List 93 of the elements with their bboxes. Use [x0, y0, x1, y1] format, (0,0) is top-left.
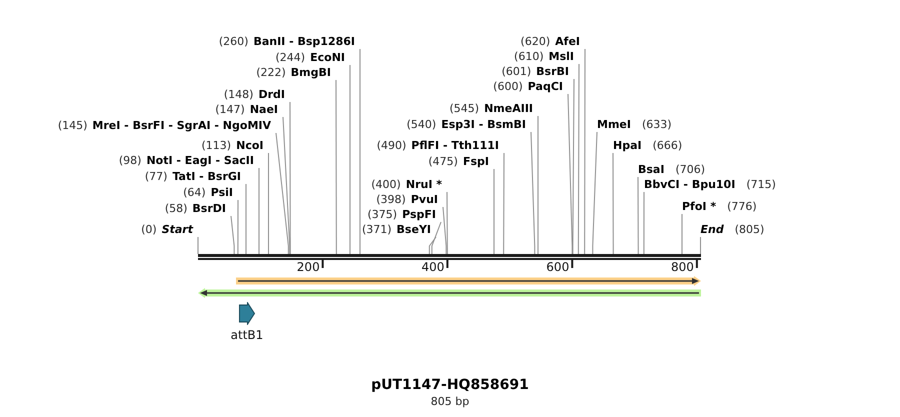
- enzyme-name: HpaI: [613, 139, 642, 153]
- forward-strand-feature: [236, 276, 701, 286]
- site-position: (620): [520, 35, 550, 49]
- site-position: (633): [642, 118, 672, 132]
- site-position: (776): [727, 200, 757, 214]
- leader-line: [578, 64, 580, 254]
- site-position: (98): [118, 154, 142, 168]
- enzyme-name: BsaI: [638, 163, 664, 177]
- site-position: (64): [183, 186, 206, 200]
- enzyme-name: EcoNI: [310, 51, 345, 65]
- sequence-end-label: Start: [162, 223, 193, 237]
- leader-line: [428, 236, 436, 254]
- site-position: (400): [371, 178, 401, 192]
- site-position: (244): [276, 51, 306, 65]
- leader-line: [572, 78, 574, 254]
- enzyme-name: NotI - EagI - SacII: [146, 154, 254, 168]
- map-title: pUT1147-HQ858691: [371, 377, 529, 394]
- leader-line: [282, 116, 290, 254]
- leader-line: [638, 176, 639, 254]
- site-position: (148): [224, 88, 254, 102]
- sequence-end-label: End: [700, 223, 724, 237]
- site-position: (77): [144, 170, 168, 184]
- enzyme-name: PfoI *: [682, 200, 716, 214]
- site-position: (398): [376, 193, 406, 207]
- site-position: (145): [58, 119, 88, 133]
- site-position: (371): [362, 223, 392, 237]
- leader-line: [592, 132, 598, 254]
- enzyme-name: MreI - BsrFI - SgrAI - NgoMIV: [92, 119, 271, 133]
- enzyme-name: NcoI: [236, 139, 264, 153]
- site-position: (113): [202, 139, 232, 153]
- enzyme-name: BbvCI - Bpu10I: [644, 178, 736, 192]
- enzyme-name: BsrBI: [536, 65, 569, 79]
- leader-line: [431, 222, 442, 254]
- leader-line: [268, 152, 269, 254]
- enzyme-name: MmeI: [597, 118, 631, 132]
- site-position: (0): [141, 223, 157, 237]
- site-position: (805): [734, 223, 764, 237]
- site-position: (666): [652, 139, 682, 153]
- enzyme-name: TatI - BsrGI: [172, 170, 241, 184]
- scale-number: 400: [422, 260, 444, 274]
- site-position: (490): [376, 139, 406, 153]
- site-position: (540): [406, 118, 436, 132]
- leader-line: [568, 94, 573, 254]
- dna-backbone: [198, 254, 701, 260]
- site-position: (375): [368, 208, 398, 222]
- sequence-length: 805 bp: [430, 395, 470, 408]
- scale-number: 800: [671, 260, 694, 274]
- leader-line: [700, 236, 701, 254]
- enzyme-name: MslI: [548, 50, 574, 64]
- leader-line: [230, 216, 235, 254]
- leader-line: [446, 192, 448, 254]
- enzyme-name: BsrDI: [192, 202, 226, 216]
- site-position: (222): [256, 66, 286, 80]
- leader-line: [258, 168, 260, 254]
- enzyme-name: NruI *: [406, 178, 442, 192]
- enzyme-name: DrdI: [258, 88, 285, 102]
- site-position: (475): [428, 155, 458, 169]
- leader-line: [530, 132, 536, 254]
- site-position: (601): [502, 65, 532, 79]
- scale-number: 600: [546, 260, 570, 274]
- site-position: (545): [449, 102, 480, 116]
- site-position: (706): [675, 163, 706, 177]
- leader-line: [336, 80, 337, 254]
- enzyme-name: BmgBI: [290, 66, 331, 80]
- site-position: (600): [493, 80, 523, 94]
- leader-line: [612, 152, 614, 254]
- scale-number: 200: [296, 260, 320, 274]
- leader-line: [442, 206, 447, 254]
- leader-line: [276, 132, 289, 254]
- enzyme-name: PaqCI: [528, 80, 563, 94]
- site-position: (147): [215, 103, 245, 117]
- leader-line: [643, 192, 644, 254]
- enzyme-name: NmeAIII: [484, 102, 533, 116]
- leader-line: [290, 102, 291, 254]
- leader-line: [584, 48, 586, 254]
- enzyme-name: PvuI: [410, 193, 438, 207]
- enzyme-name: BseYI: [396, 223, 431, 237]
- site-position: (58): [164, 202, 188, 216]
- enzyme-name: BanII - Bsp1286I: [253, 35, 355, 49]
- leader-line: [503, 152, 504, 254]
- leader-line: [237, 200, 238, 254]
- enzyme-name: AfeI: [555, 35, 580, 49]
- enzyme-name: Esp3I - BsmBI: [441, 118, 526, 132]
- site-position: (610): [514, 50, 544, 64]
- enzyme-name: NaeI: [250, 103, 278, 117]
- reverse-strand-feature: [198, 288, 701, 298]
- site-position: (260): [218, 35, 248, 49]
- site-position: (715): [746, 178, 776, 192]
- enzyme-name: PsiI: [210, 186, 233, 200]
- enzyme-name: PflFI - Tth111I: [411, 139, 499, 153]
- feature-label: attB1: [230, 328, 264, 342]
- enzyme-name: FspI: [462, 155, 489, 169]
- enzyme-name: PspFI: [402, 208, 436, 222]
